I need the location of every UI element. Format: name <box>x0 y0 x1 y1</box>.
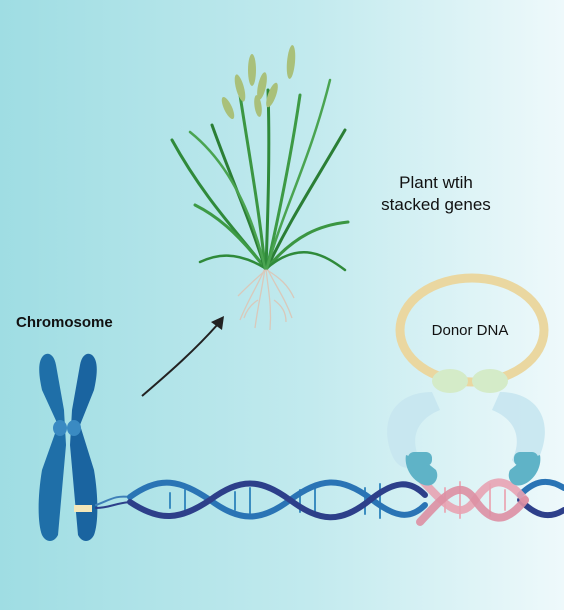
plant-label-line1: Plant wtih <box>399 173 473 192</box>
leaves <box>170 78 350 272</box>
plant-label-line2: stacked genes <box>381 195 491 214</box>
donor-dna-label: Donor DNA <box>431 322 509 339</box>
seed-heads <box>221 45 296 120</box>
donor-dna-plasmid <box>395 273 549 393</box>
arrow-to-plant <box>141 316 224 397</box>
dna-helix <box>95 478 564 521</box>
repair-proteins <box>387 392 545 486</box>
donor-insert <box>416 474 529 526</box>
chromosome-icon <box>38 353 98 541</box>
chromosome-label: Chromosome <box>16 314 113 331</box>
plant-illustration <box>170 45 350 331</box>
plant-label: Plant wtih stacked genes <box>366 172 506 216</box>
roots <box>237 267 295 331</box>
